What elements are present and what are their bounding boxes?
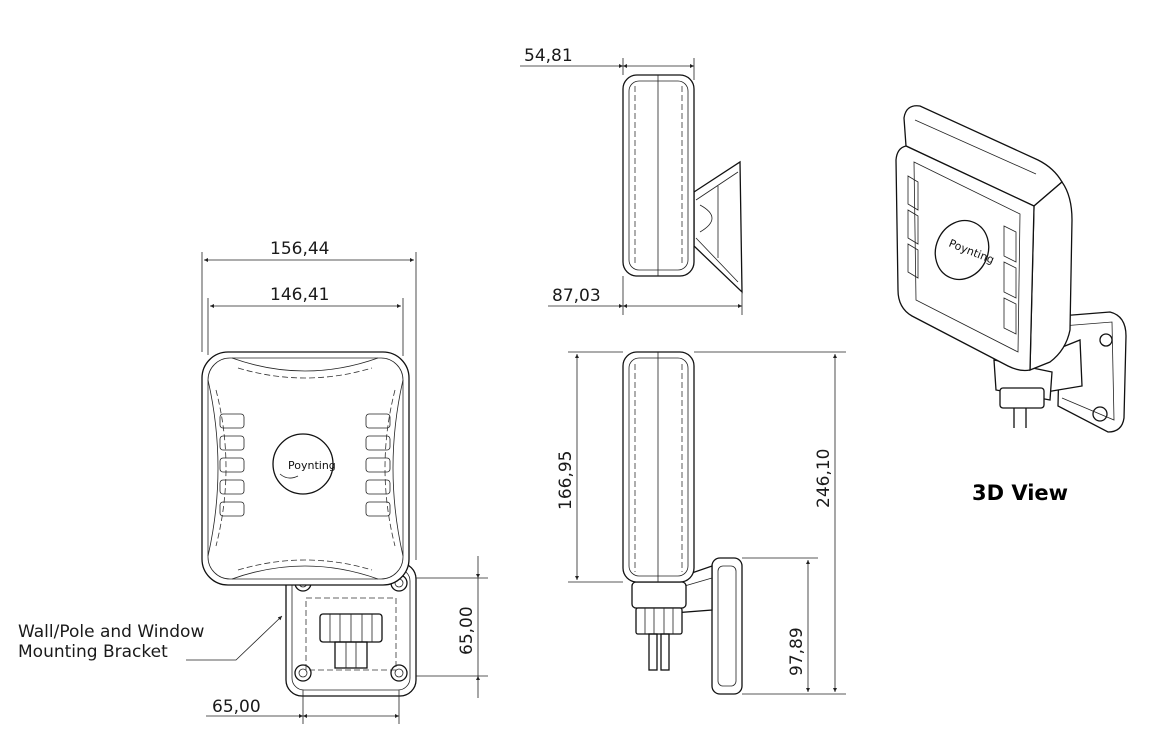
dim-bracket-width: 65,00 — [212, 697, 261, 717]
front-bracket — [285, 562, 417, 697]
front-logo-text: Poynting — [288, 459, 336, 472]
side-view: 166,95 246,10 97,89 — [556, 351, 846, 695]
front-view: Poynting 156,44 146,41 65,00 65,00 — [18, 239, 488, 724]
dim-thickness: 54,81 — [524, 46, 573, 66]
front-antenna-body: Poynting — [201, 351, 410, 586]
callout-line-1: Wall/Pole and Window — [18, 622, 204, 642]
dim-bracket-height-side: 97,89 — [787, 627, 807, 676]
callout-line-2: Mounting Bracket — [18, 642, 168, 662]
iso-view-title: 3D View — [972, 481, 1068, 505]
bracket-callout: Wall/Pole and Window Mounting Bracket — [18, 615, 283, 662]
dim-overall-width: 156,44 — [270, 239, 329, 259]
front-dimensions: 156,44 146,41 65,00 65,00 — [201, 239, 488, 724]
dim-depth: 87,03 — [552, 286, 601, 306]
top-view: 54,81 87,03 — [520, 46, 743, 315]
dim-body-width: 146,41 — [270, 285, 329, 305]
dim-overall-height: 246,10 — [814, 449, 834, 508]
iso-view: Poynting 3D View — [895, 105, 1127, 505]
dim-bracket-height-front: 65,00 — [457, 606, 477, 655]
dim-body-height: 166,95 — [556, 451, 576, 510]
